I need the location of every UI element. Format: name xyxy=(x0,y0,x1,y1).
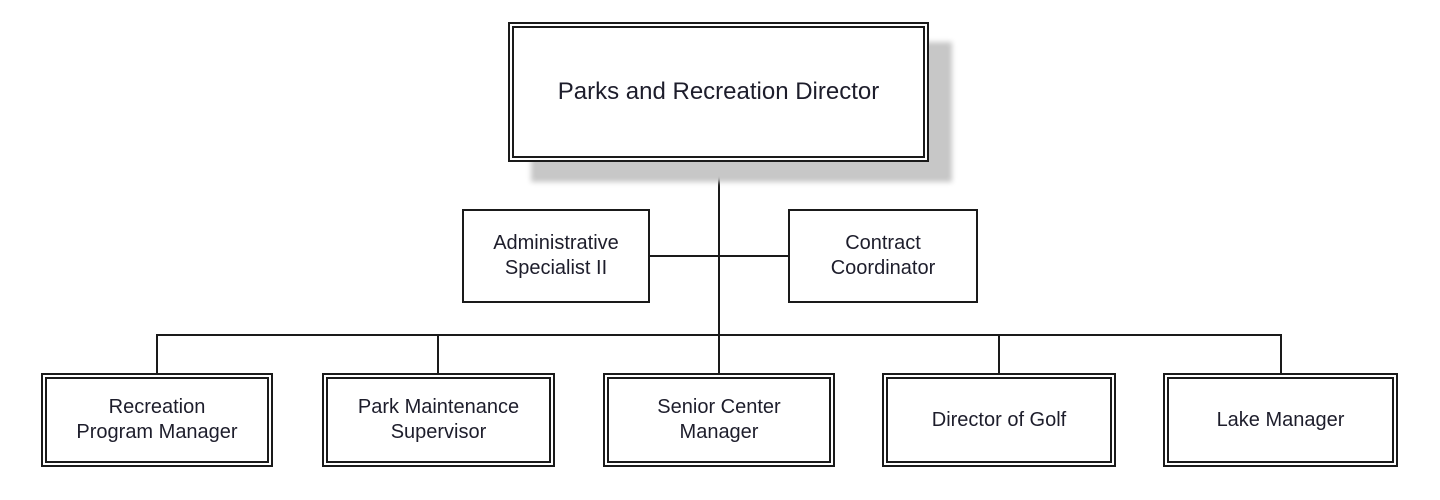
connector-drop-line-2 xyxy=(437,334,439,373)
org-box-contract-coordinator: Contract Coordinator xyxy=(788,209,978,303)
org-box-senior-center-manager: Senior Center Manager xyxy=(603,373,835,467)
connector-drop-line-4 xyxy=(998,334,1000,373)
connector-drop-line-3 xyxy=(718,334,720,373)
connector-drop-line-5 xyxy=(1280,334,1282,373)
connector-staff-line xyxy=(650,255,788,257)
org-box-recreation-program-manager: Recreation Program Manager xyxy=(41,373,273,467)
connector-trunk-line xyxy=(718,162,720,336)
connector-drop-line-1 xyxy=(156,334,158,373)
org-box-park-maintenance-supervisor: Park Maintenance Supervisor xyxy=(322,373,555,467)
org-box-parks-and-recreation-director: Parks and Recreation Director xyxy=(508,22,929,162)
org-box-lake-manager: Lake Manager xyxy=(1163,373,1398,467)
org-box-administrative-specialist-ii: Administrative Specialist II xyxy=(462,209,650,303)
org-box-director-of-golf: Director of Golf xyxy=(882,373,1116,467)
